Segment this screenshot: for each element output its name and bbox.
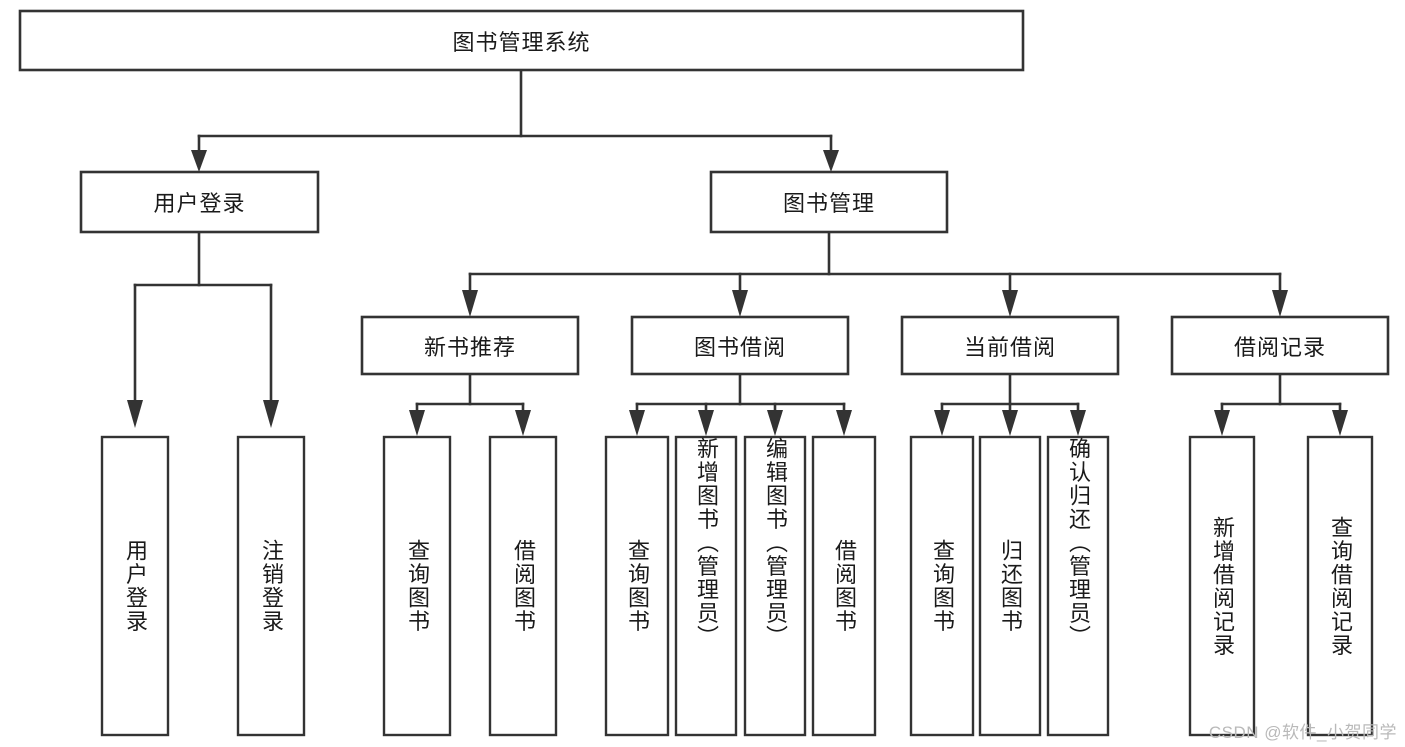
node-leaf-add-book[interactable] [674, 435, 738, 737]
node-leaf-confirm-return[interactable] [1046, 435, 1110, 737]
node-borrow-record[interactable] [1170, 315, 1390, 376]
node-leaf-return-book[interactable] [978, 435, 1042, 737]
connector-currentborrow-to-leaves [934, 372, 1086, 436]
node-leaf-borrow-book-2[interactable] [811, 435, 877, 737]
node-current-borrow[interactable] [900, 315, 1120, 376]
connector-root-to-level2 [191, 68, 839, 172]
connector-borrowrecord-to-leaves [1214, 372, 1348, 436]
node-leaf-edit-book[interactable] [743, 435, 807, 737]
node-leaf-query-book-3[interactable] [909, 435, 975, 737]
node-leaf-borrow-book-1[interactable] [488, 435, 558, 737]
node-user-login[interactable] [79, 170, 320, 234]
connector-newbook-to-leaves [409, 372, 531, 436]
node-leaf-logout-login[interactable] [236, 435, 306, 737]
csdn-watermark: CSDN @软件_小贺同学 [1208, 723, 1397, 742]
node-leaf-query-book-2[interactable] [604, 435, 670, 737]
connector-bookborrow-to-leaves [629, 372, 852, 436]
node-leaf-user-login[interactable] [100, 435, 170, 737]
node-new-book-rec[interactable] [360, 315, 580, 376]
node-leaf-add-record[interactable] [1188, 435, 1256, 737]
connector-bookmanage-to-level3 [462, 230, 1288, 317]
node-book-borrow[interactable] [630, 315, 850, 376]
connector-userlogin-to-leaves [127, 230, 279, 428]
node-book-manage[interactable] [709, 170, 949, 234]
node-leaf-query-book-1[interactable] [382, 435, 452, 737]
node-root[interactable] [18, 9, 1025, 72]
node-leaf-query-record[interactable] [1306, 435, 1374, 737]
